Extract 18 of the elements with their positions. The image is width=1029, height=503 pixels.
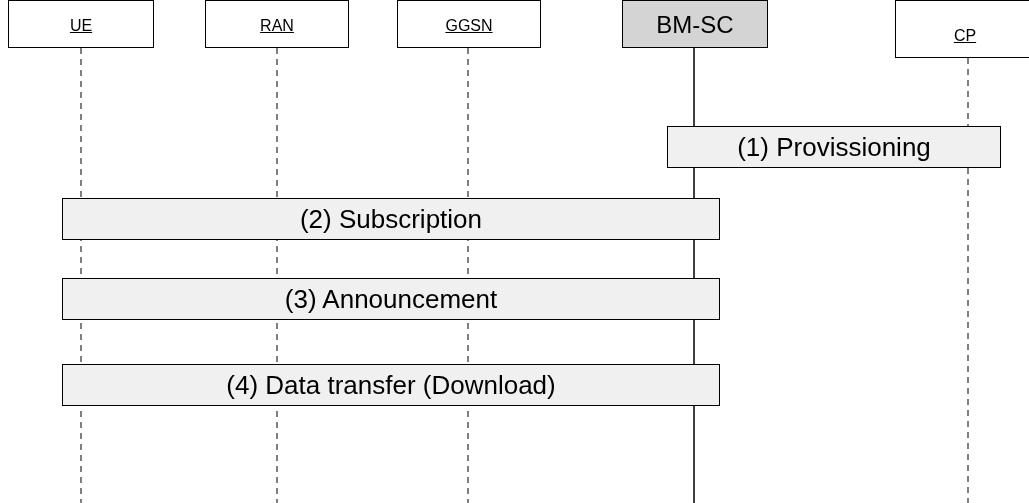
participant-name: GGSN [445, 17, 493, 35]
step-label: (3) Announcement [284, 283, 498, 315]
participant-name: BM-SC [656, 11, 734, 39]
step-bar [62, 198, 720, 240]
participant-name: CP [953, 27, 977, 45]
step-label: (1) Provissioning [737, 131, 931, 163]
step-bar [62, 278, 720, 320]
step-label: (2) Subscription [299, 203, 483, 235]
participant-box [895, 0, 1029, 58]
participant-box [622, 0, 768, 48]
step-bar [62, 364, 720, 406]
step-label: (4) Data transfer (Download) [226, 369, 556, 401]
participant-box [205, 0, 349, 48]
participant-name: UE [69, 17, 93, 35]
participant-box [397, 0, 541, 48]
participant-box [8, 0, 154, 48]
participant-name: RAN [260, 17, 294, 35]
step-bar [667, 126, 1001, 168]
